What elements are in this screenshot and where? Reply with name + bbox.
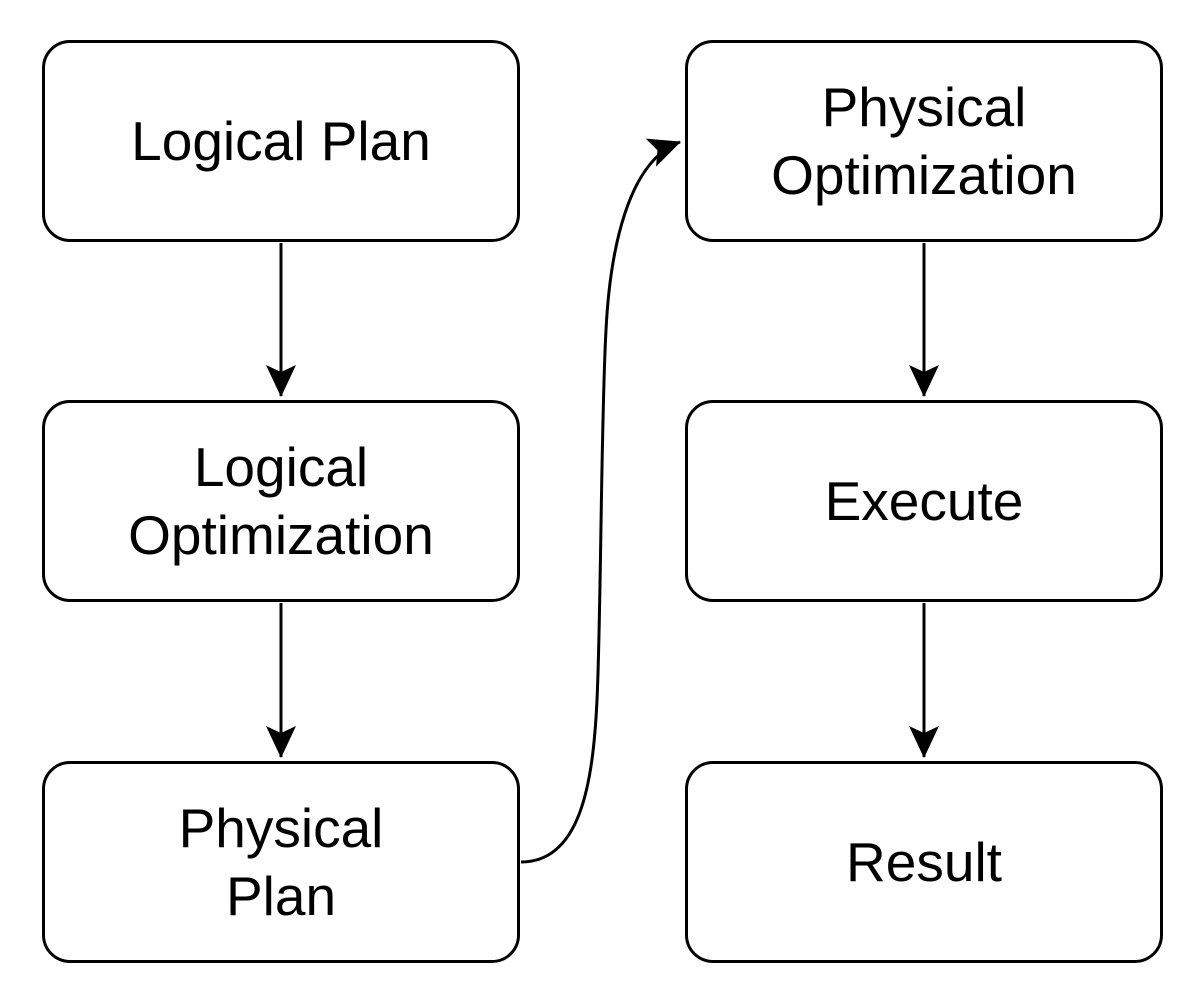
node-execute: Execute (685, 400, 1163, 602)
node-physical-optimization: Physical Optimization (685, 40, 1163, 242)
node-physical-optimization-label: Physical Optimization (771, 75, 1077, 206)
node-logical-optimization-label: Logical Optimization (128, 435, 434, 566)
node-logical-plan: Logical Plan (42, 40, 520, 242)
node-logical-optimization: Logical Optimization (42, 400, 520, 602)
node-result: Result (685, 761, 1163, 963)
node-physical-plan: Physical Plan (42, 761, 520, 963)
node-physical-plan-label: Physical Plan (178, 796, 384, 927)
node-logical-plan-label: Logical Plan (131, 109, 431, 172)
node-result-label: Result (846, 830, 1002, 893)
edge-arrow-physical-plan-to-physical-optimization (520, 138, 681, 864)
node-execute-label: Execute (824, 469, 1024, 532)
